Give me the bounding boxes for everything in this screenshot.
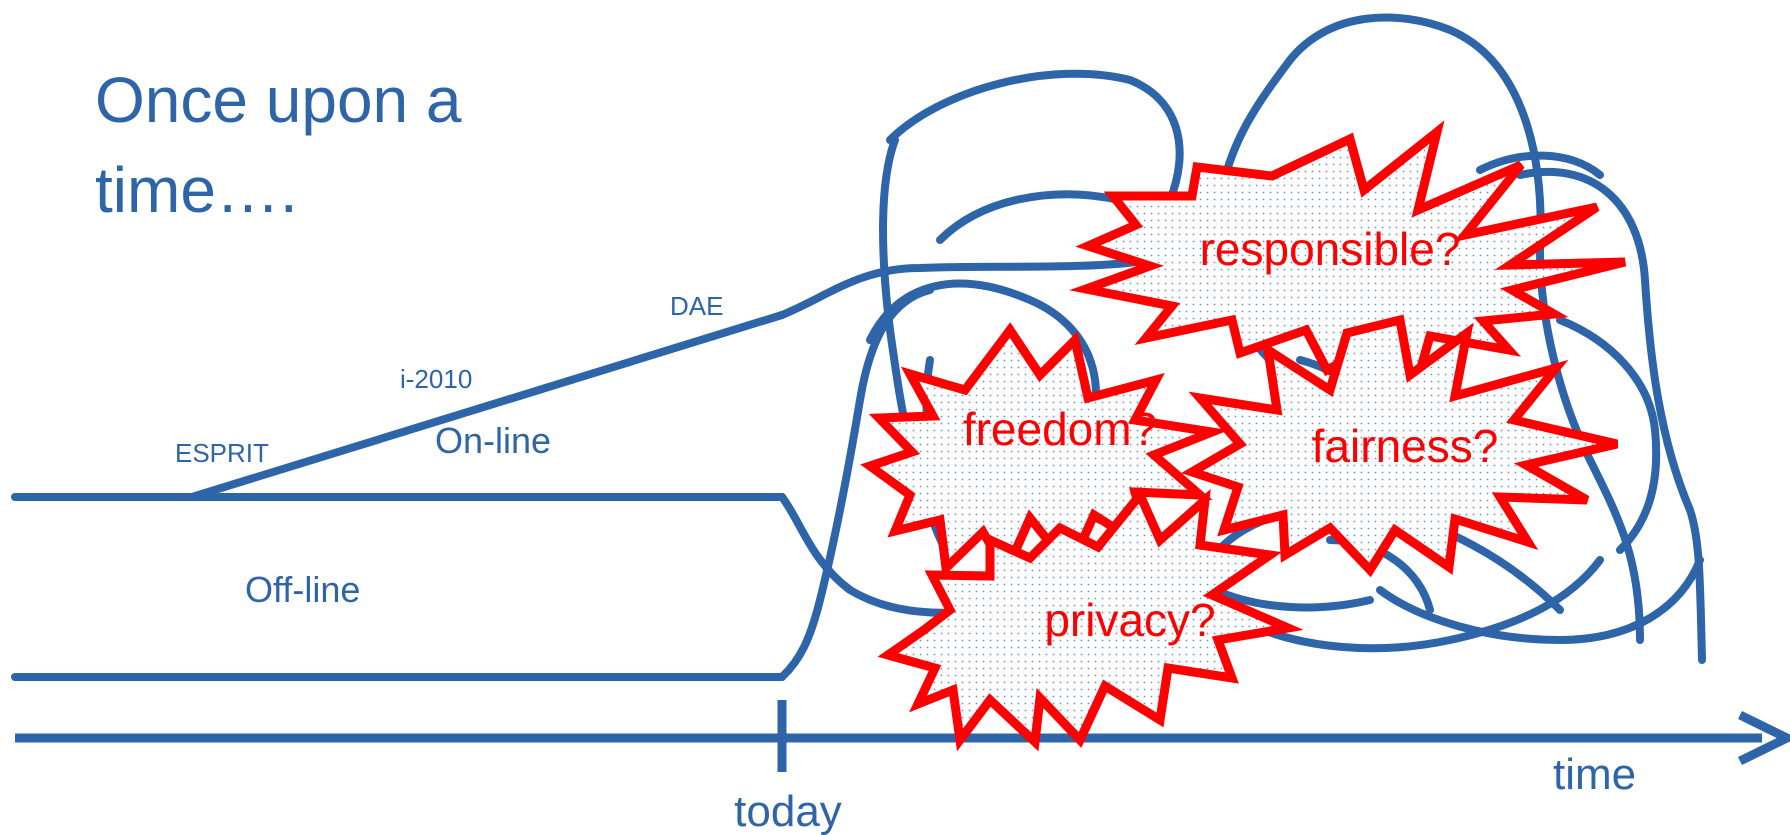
label-today: today [734, 787, 842, 835]
time-axis [15, 700, 1790, 772]
label-i2010: i-2010 [400, 364, 472, 394]
label-dae: DAE [670, 291, 723, 321]
label-online: On-line [435, 420, 551, 461]
starburst-privacy: privacy? [877, 486, 1304, 752]
starburst-fairness: fairness? [1181, 314, 1619, 578]
online-growth-line [188, 311, 786, 501]
freedom-question: freedom? [963, 403, 1157, 455]
axis-arrowhead [1738, 710, 1790, 766]
label-time: time [1553, 750, 1636, 799]
label-offline: Off-line [245, 569, 360, 610]
title-line-1: Once upon a [95, 64, 462, 136]
label-esprit: ESPRIT [175, 438, 269, 468]
privacy-question: privacy? [1044, 594, 1215, 646]
fairness-question: fairness? [1312, 420, 1499, 472]
responsible-question: responsible? [1200, 223, 1461, 275]
title-line-2: time…. [95, 154, 298, 226]
